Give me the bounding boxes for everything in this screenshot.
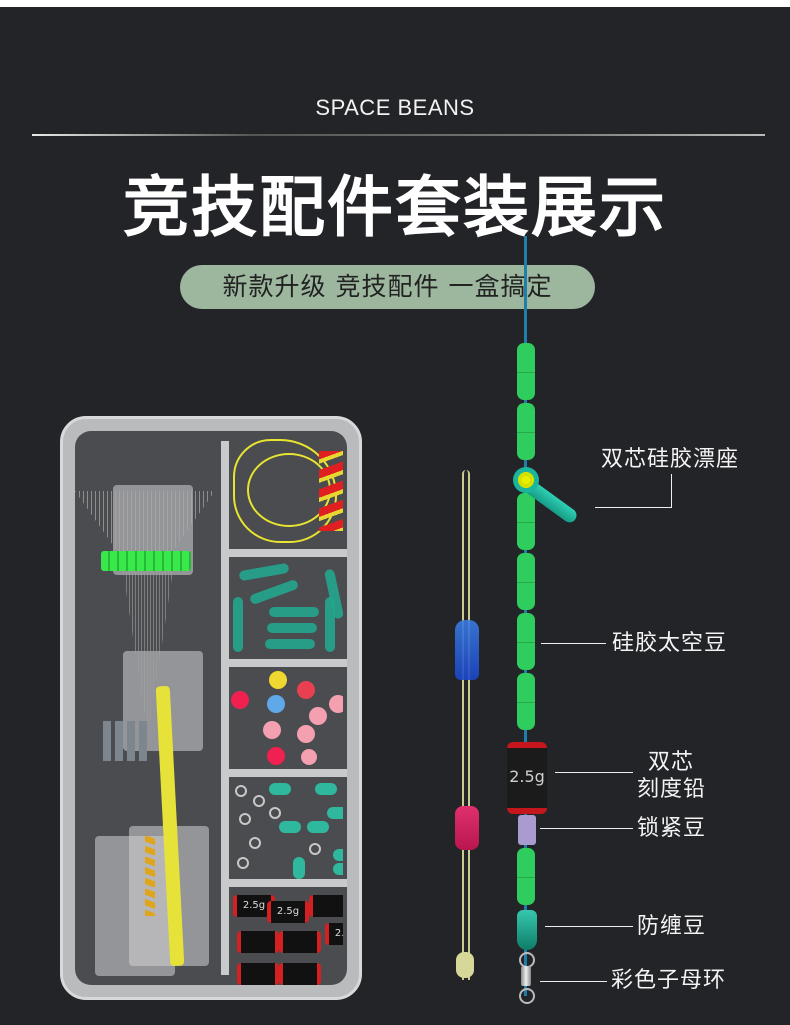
space-bean [517,343,535,400]
pink-pin [309,707,327,725]
swivel-barrel [521,966,531,986]
blue-pin [267,695,285,713]
red-pin [231,691,249,709]
scaled-lead-weight: 2.5g [507,742,547,814]
compartment-ball-pins [229,667,343,769]
anti-tangle-bean [517,910,537,950]
box-divider [225,879,347,887]
swivel-ring-bottom [519,988,535,1004]
twisted-line [145,836,155,916]
line-knot [456,952,474,978]
anti-tangle-bean [279,821,301,833]
lead-weight [237,963,279,985]
pink-pin [263,721,281,739]
pink-pin [329,695,343,713]
leader-line [595,507,672,508]
float-seat [248,578,300,606]
space-bean [517,553,535,610]
compartment-float-stoppers [229,431,343,549]
anti-tangle-bean [327,807,343,819]
anti-tangle-bean [333,849,343,861]
green-stopper-beads [101,551,191,571]
pink-pin [301,749,317,765]
float-seat [265,639,315,649]
space-bean [517,673,535,730]
leader-line [540,981,607,982]
swivel [269,807,281,819]
leader-line [555,772,633,773]
space-bean [517,403,535,460]
red-pin [297,681,315,699]
label-lead-line2: 刻度铅 [637,777,707,802]
subtitle-pill: 新款升级 竞技配件 一盒搞定 [180,265,595,309]
lead-weight: 2.5g [325,923,343,945]
leader-line [541,643,606,644]
anti-tangle-bean [293,857,305,879]
swivel [309,843,321,855]
box-divider [225,769,347,777]
pink-pin [297,725,315,743]
compartment-float-seats [229,557,343,659]
anti-tangle-bean [315,783,337,795]
leader-line [671,474,672,508]
float-seat [325,597,335,652]
swivel [239,813,251,825]
accessory-box-image: 2.5g 2.5g 2.5g [60,416,362,1000]
float-seat [233,597,243,652]
lead-weight [279,963,321,985]
label-float-seat: 双芯硅胶漂座 [601,447,740,472]
label-lead-line1: 双芯 [648,750,695,775]
swivel [237,857,249,869]
float-seat [238,562,290,582]
swivel [235,785,247,797]
label-space-bean: 硅胶太空豆 [612,631,728,656]
lead-weight [237,931,279,953]
float-seat [267,623,317,633]
grey-stopper-set [103,721,151,761]
red-pin [267,747,285,765]
lead-weight [309,895,343,917]
float-seat [513,467,539,493]
header-divider [32,134,765,136]
box-divider [225,549,347,557]
brand-name: SPACE BEANS [315,95,475,120]
leader-line [540,828,633,829]
space-bean [517,493,535,550]
label-swivel: 彩色子母环 [611,968,727,993]
label-lock-bean: 锁紧豆 [637,816,707,841]
space-bean [517,613,535,670]
yellow-pin [269,671,287,689]
box-interior: 2.5g 2.5g 2.5g [75,431,347,985]
page-title: 竞技配件套装展示 [123,169,667,246]
compartment-lead-weights: 2.5g 2.5g 2.5g [229,887,343,991]
space-bean [517,848,535,905]
box-divider [225,659,347,667]
anti-tangle-bean [307,821,329,833]
label-anti-tangle: 防缠豆 [637,914,707,939]
compartment-swivels [229,777,343,879]
anti-tangle-bean [269,783,291,795]
swivel [253,795,265,807]
float-seat [269,607,319,617]
lock-bean [518,815,536,845]
anti-tangle-bean [333,863,343,875]
lead-weight [279,931,321,953]
pink-bean [455,806,479,850]
lead-weight: 2.5g [267,901,309,923]
sub-line [462,470,470,980]
top-border [0,0,790,7]
box-divider-vertical [221,441,229,975]
blue-bean [455,620,479,680]
red-float-stoppers [319,451,343,531]
leader-line [545,926,633,927]
swivel [249,837,261,849]
